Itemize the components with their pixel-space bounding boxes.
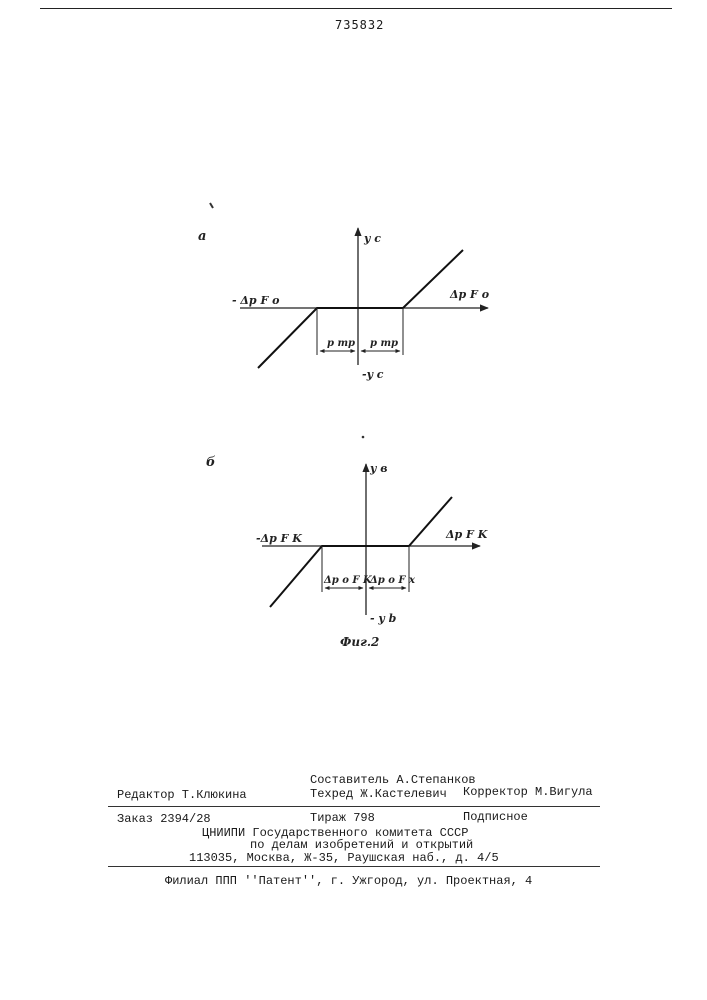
panel-a-interval-right-label: p mp <box>370 338 398 349</box>
techred-line: Техред Ж.Кастелевич <box>310 787 447 801</box>
panel-a-x-pos-label: Δp F o <box>449 288 489 301</box>
editor-line: Редактор Т.Клюкина <box>117 788 247 802</box>
corrector-line: Корректор М.Вигула <box>463 785 593 799</box>
panel-b-interval-left-label: Δp o F K <box>323 575 373 586</box>
branch-line: Филиал ППП ''Патент'', г. Ужгород, ул. П… <box>165 874 532 888</box>
panel-a-characteristic <box>258 250 463 368</box>
order-line: Заказ 2394/28 <box>117 812 211 826</box>
address-line: 113035, Москва, Ж-35, Раушская наб., д. … <box>189 851 499 865</box>
stray-mark <box>210 203 213 208</box>
panel-b-interval-right-label: Δp o F x <box>369 575 416 586</box>
circulation-line: Тираж 798 <box>310 811 375 825</box>
panel-b-x-neg-label: -Δp F K <box>256 532 302 545</box>
subscription-line: Подписное <box>463 810 528 824</box>
footer-rule-2 <box>108 866 600 867</box>
panel-b-y-pos-label: y в <box>369 462 387 475</box>
panel-a: a y c -y c Δp F o - Δp F o p mp p mp <box>198 228 489 381</box>
figure-caption: Фиг.2 <box>340 635 379 649</box>
panel-a-y-pos-label: y c <box>363 232 381 245</box>
panel-b-y-neg-label: - y b <box>370 612 397 625</box>
panel-b: б y в - y b Δp F K -Δp F K Δp o F K Δp o… <box>206 455 488 625</box>
panel-b-x-pos-label: Δp F K <box>445 528 488 541</box>
panel-a-x-neg-label: - Δp F o <box>232 294 279 307</box>
panel-b-characteristic <box>270 497 452 607</box>
compiler-line: Составитель А.Степанков <box>310 773 476 787</box>
speck <box>362 436 365 439</box>
panel-a-marker: a <box>198 229 206 244</box>
org-line-2: по делам изобретений и открытий <box>250 838 473 852</box>
figure-2-diagram: a y c -y c Δp F o - Δp F o p mp p mp б y… <box>0 0 707 700</box>
panel-a-y-neg-label: -y c <box>362 368 384 381</box>
footer-rule-1 <box>108 806 600 807</box>
panel-b-marker: б <box>206 455 216 470</box>
panel-a-interval-left-label: p mp <box>327 338 355 349</box>
